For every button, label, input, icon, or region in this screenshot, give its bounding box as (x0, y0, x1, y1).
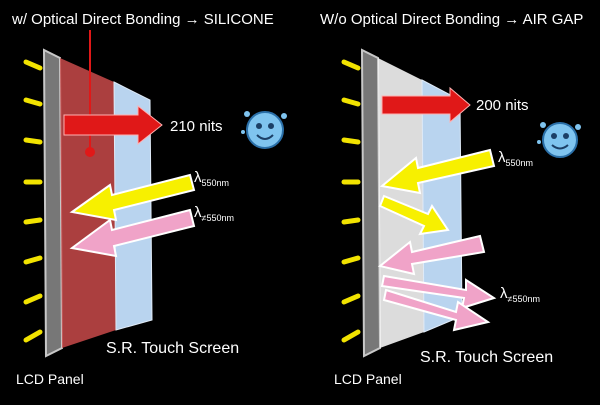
left-touch-screen-label: S.R. Touch Screen (106, 340, 239, 357)
right-pink-arrow-out-2 (382, 288, 491, 332)
left-lcd-label: LCD Panel (16, 371, 84, 387)
left-lambda-top: λ550nm (194, 169, 229, 188)
left-red-arrow (63, 104, 163, 146)
right-yellow-arrow-in (379, 148, 496, 195)
left-backlight-rays (23, 59, 43, 343)
right-pink-arrow-in (377, 234, 486, 276)
left-lambda-bottom: λ≠550nm (194, 204, 234, 223)
right-nits-label: 200 nits (476, 97, 529, 114)
right-title: W/o Optical Direct Bonding → AIR GAP (320, 11, 583, 28)
right-touch-screen-label: S.R. Touch Screen (420, 349, 553, 366)
left-title: w/ Optical Direct Bonding → SILICONE (11, 11, 274, 28)
right-backlight-rays (341, 59, 361, 343)
right-lcd-label: LCD Panel (334, 371, 402, 387)
smiling-sun-icon-right (537, 122, 581, 158)
left-panel: w/ Optical Direct Bonding → SILICONE 210… (11, 11, 287, 387)
left-pink-arrow (69, 208, 196, 258)
right-pink-arrow-out-1 (380, 274, 497, 310)
right-lcd-panel (360, 48, 382, 358)
smiling-sun-icon-left (241, 111, 287, 149)
right-panel: W/o Optical Direct Bonding → AIR GAP 200… (320, 11, 583, 387)
right-yellow-arrow-reflect (378, 194, 450, 236)
left-nits-label: 210 nits (170, 118, 223, 135)
left-lcd-panel (42, 48, 64, 358)
right-lambda-bottom: λ≠550nm (500, 285, 540, 304)
right-lambda-top: λ550nm (498, 149, 533, 168)
right-red-arrow (381, 86, 471, 124)
left-red-indicator-dot (85, 147, 95, 157)
left-yellow-arrow (69, 173, 196, 222)
